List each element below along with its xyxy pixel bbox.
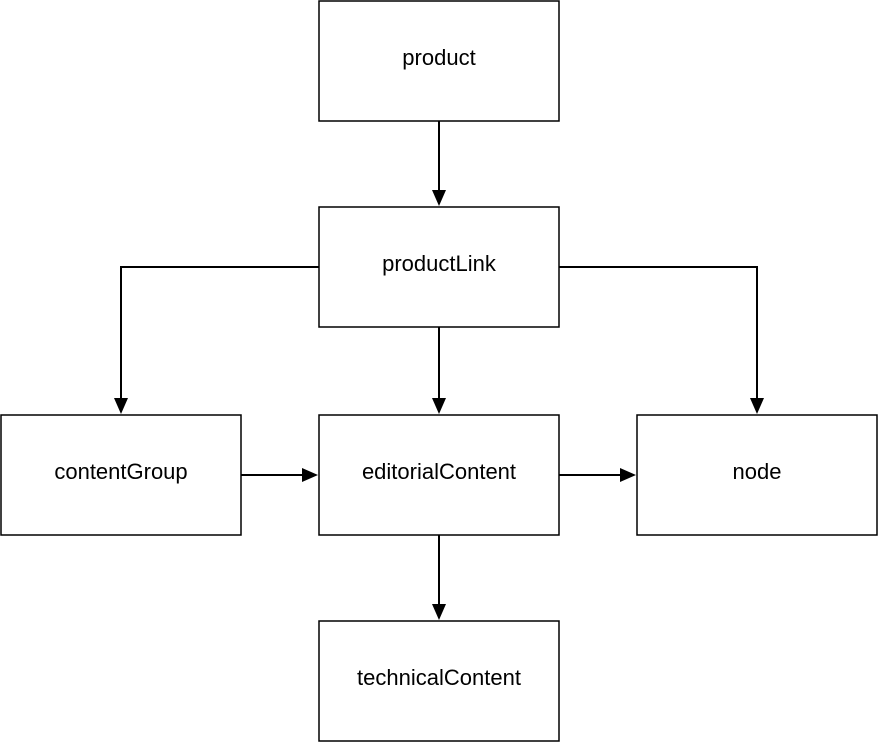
arrowhead-productLink-to-node	[750, 398, 764, 414]
node-editorialContent-label: editorialContent	[362, 459, 516, 484]
arrowhead-productLink-to-contentGroup	[114, 398, 128, 414]
node-technicalContent: technicalContent	[318, 620, 560, 742]
arrowhead-contentGroup-to-editorialContent	[302, 468, 318, 482]
node-productLink: productLink	[318, 206, 560, 328]
node-node-label: node	[733, 459, 782, 484]
node-product-label: product	[402, 45, 475, 70]
node-product: product	[318, 0, 560, 122]
arrowhead-productLink-to-editorialContent	[432, 398, 446, 414]
arrowhead-product-to-productLink	[432, 190, 446, 206]
node-technicalContent-label: technicalContent	[357, 665, 521, 690]
arrowhead-editorialContent-to-node	[620, 468, 636, 482]
edge-productLink-to-contentGroup	[120, 266, 319, 403]
node-contentGroup-label: contentGroup	[54, 459, 187, 484]
node-node: node	[636, 414, 878, 536]
edge-productLink-to-node	[559, 266, 758, 403]
arrowhead-editorialContent-to-technicalContent	[432, 604, 446, 620]
node-editorialContent: editorialContent	[318, 414, 560, 536]
edges	[114, 121, 764, 620]
node-contentGroup: contentGroup	[0, 414, 242, 536]
node-productLink-label: productLink	[382, 251, 497, 276]
